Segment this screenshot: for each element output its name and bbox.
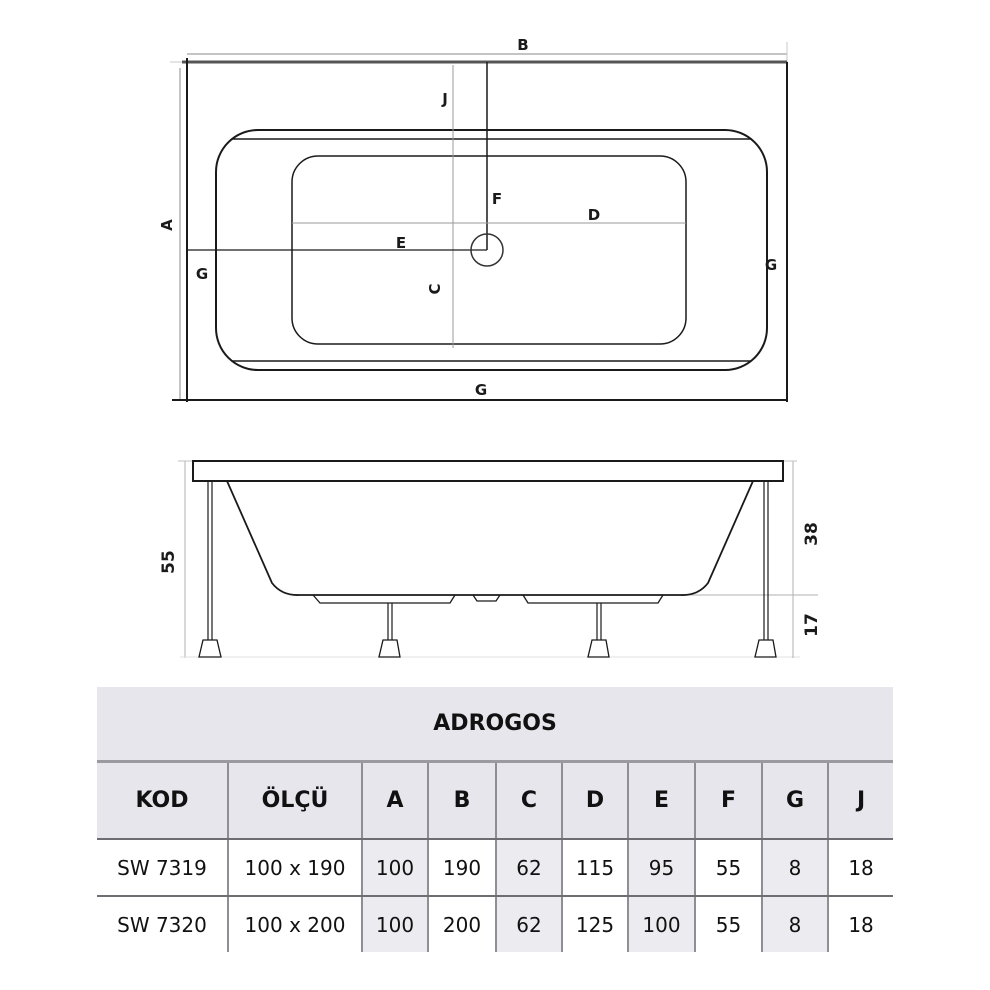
cell-g: 8: [762, 896, 829, 952]
cell-f: 55: [695, 896, 763, 952]
header-c: C: [496, 761, 563, 840]
cell-j: 18: [828, 839, 894, 897]
cell-g: 8: [762, 839, 829, 897]
cell-kod: SW 7319: [97, 839, 229, 897]
table-title: ADROGOS: [97, 687, 894, 763]
header-b: B: [428, 761, 497, 840]
table-header-row: KOD ÖLÇÜ A B C D E F G J: [97, 761, 894, 840]
cell-c: 62: [496, 896, 563, 952]
header-kod: KOD: [97, 761, 229, 840]
spec-table: ADROGOS KOD ÖLÇÜ A B C D E F G J SW 7319…: [97, 687, 894, 952]
label-g-left: G: [196, 265, 208, 283]
table-title-row: ADROGOS: [97, 687, 894, 763]
leg-2: [378, 603, 401, 658]
cell-olcu: 100 x 190: [228, 839, 363, 897]
table-row: SW 7320 100 x 200 100 200 62 125 100 55 …: [97, 896, 893, 952]
header-g: G: [762, 761, 829, 840]
cell-b: 200: [428, 896, 497, 952]
label-d: D: [588, 206, 600, 224]
label-b: B: [517, 36, 528, 54]
label-e: E: [396, 234, 406, 252]
label-j: J: [441, 90, 448, 108]
cell-olcu: 100 x 200: [228, 896, 363, 952]
cell-j: 18: [848, 912, 874, 937]
top-view: B A J F D E C G G G: [158, 36, 788, 402]
header-olcu: ÖLÇÜ: [228, 761, 363, 840]
drain-icon: [470, 233, 504, 267]
label-c: C: [426, 283, 444, 294]
cell-b: 190: [428, 839, 497, 897]
header-a: A: [362, 761, 429, 840]
dim-total-height: 55: [159, 550, 179, 574]
cell-f: 55: [695, 839, 763, 897]
label-g-bottom: G: [475, 381, 487, 399]
header-j: J: [828, 761, 894, 840]
cell-a: 100: [362, 896, 429, 952]
bathtub-technical-drawing: B A J F D E C G G G: [158, 36, 822, 658]
header-f: F: [695, 761, 763, 840]
leg-1: [198, 481, 222, 658]
cell-e: 95: [628, 839, 696, 897]
header-d: D: [562, 761, 629, 840]
dim-upper-height: 38: [802, 522, 822, 546]
cell-d: 115: [562, 839, 629, 897]
label-a: A: [158, 219, 176, 231]
cell-kod: SW 7320: [97, 896, 229, 952]
leg-4: [754, 481, 777, 658]
label-g-right: G: [765, 256, 777, 274]
dim-lower-height: 17: [802, 613, 822, 637]
cell-a: 100: [362, 839, 429, 897]
side-view: 55 38 17: [159, 460, 822, 658]
header-e: E: [628, 761, 696, 840]
table-row: SW 7319 100 x 190 100 190 62 115 95 55 8…: [97, 839, 894, 897]
cell-e: 100: [628, 896, 696, 952]
label-f: F: [492, 190, 502, 208]
cell-c: 62: [496, 839, 563, 897]
leg-3: [587, 603, 610, 658]
cell-d: 125: [562, 896, 629, 952]
